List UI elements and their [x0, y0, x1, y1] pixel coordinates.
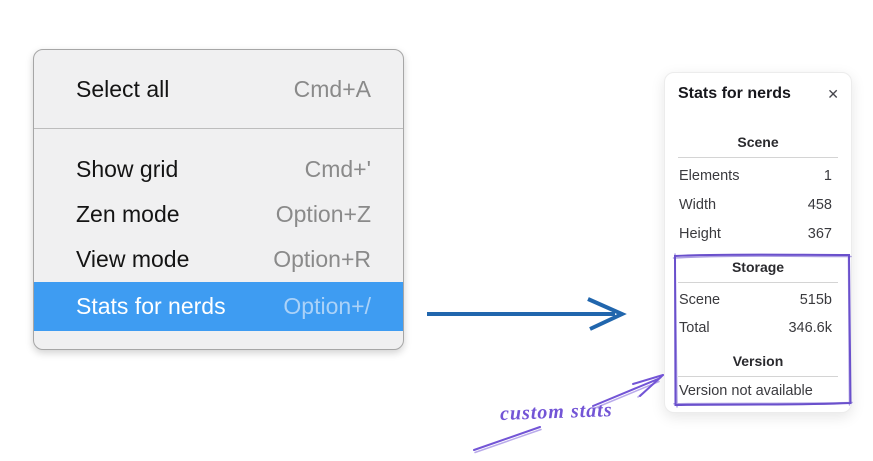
menu-item-view-mode[interactable]: View mode Option+R: [34, 237, 403, 282]
close-icon[interactable]: ✕: [827, 86, 839, 102]
menu-item-shortcut: Option+R: [273, 246, 371, 272]
stat-label: Width: [679, 196, 717, 213]
menu-item-shortcut: Cmd+A: [293, 75, 371, 102]
stat-label: Height: [679, 225, 721, 242]
menu-item-label: Select all: [76, 75, 170, 102]
menu-divider: [34, 128, 403, 129]
context-menu: Select all Cmd+A Show grid Cmd+' Zen mod…: [33, 49, 404, 350]
storage-stats: Scene 515b Total 346.6k: [665, 283, 851, 342]
stat-row-height: Height 367: [665, 219, 851, 248]
annotation-label: custom stats: [499, 399, 613, 425]
section-header-storage: Storage: [731, 259, 785, 275]
stat-label: Total: [679, 320, 710, 336]
menu-item-shortcut: Option+/: [283, 293, 371, 319]
stat-value: 367: [807, 225, 832, 242]
menu-item-label: Show grid: [76, 156, 179, 182]
menu-item-shortcut: Cmd+': [304, 156, 371, 182]
section-header-scene: Scene: [737, 134, 779, 150]
stat-row-scene-size: Scene 515b: [665, 286, 851, 314]
menu-item-label: Stats for nerds: [76, 293, 226, 319]
stat-row-elements: Elements 1: [665, 161, 851, 190]
stat-row-width: Width 458: [665, 190, 851, 219]
menu-item-select-all[interactable]: Select all Cmd+A: [34, 63, 403, 115]
section-header-version: Version: [732, 353, 784, 369]
menu-item-stats-for-nerds[interactable]: Stats for nerds Option+/: [34, 282, 403, 331]
menu-item-zen-mode[interactable]: Zen mode Option+Z: [34, 192, 403, 237]
stat-label: Elements: [679, 167, 740, 184]
scene-stats: Elements 1 Width 458 Height 367: [665, 158, 851, 248]
stat-value: 515b: [799, 292, 832, 308]
stats-panel: Stats for nerds ✕ Scene Elements 1 Width…: [664, 72, 853, 413]
stats-panel-header: Stats for nerds ✕: [665, 73, 851, 104]
section-divider: [678, 157, 838, 158]
stat-value: 1: [823, 167, 832, 184]
menu-item-show-grid[interactable]: Show grid Cmd+': [34, 147, 403, 192]
stat-value: 458: [807, 196, 832, 213]
menu-item-label: View mode: [76, 246, 190, 272]
stat-value: 346.6k: [788, 320, 832, 336]
stat-label: Scene: [679, 292, 721, 308]
menu-item-shortcut: Option+Z: [275, 201, 371, 227]
stat-row-total-size: Total 346.6k: [665, 314, 851, 342]
menu-item-label: Zen mode: [76, 201, 180, 227]
panel-title: Stats for nerds: [678, 85, 791, 102]
menu-group: Show grid Cmd+' Zen mode Option+Z View m…: [34, 129, 403, 331]
version-note: Version not available: [679, 383, 813, 399]
flow-arrow-icon: [427, 297, 627, 331]
